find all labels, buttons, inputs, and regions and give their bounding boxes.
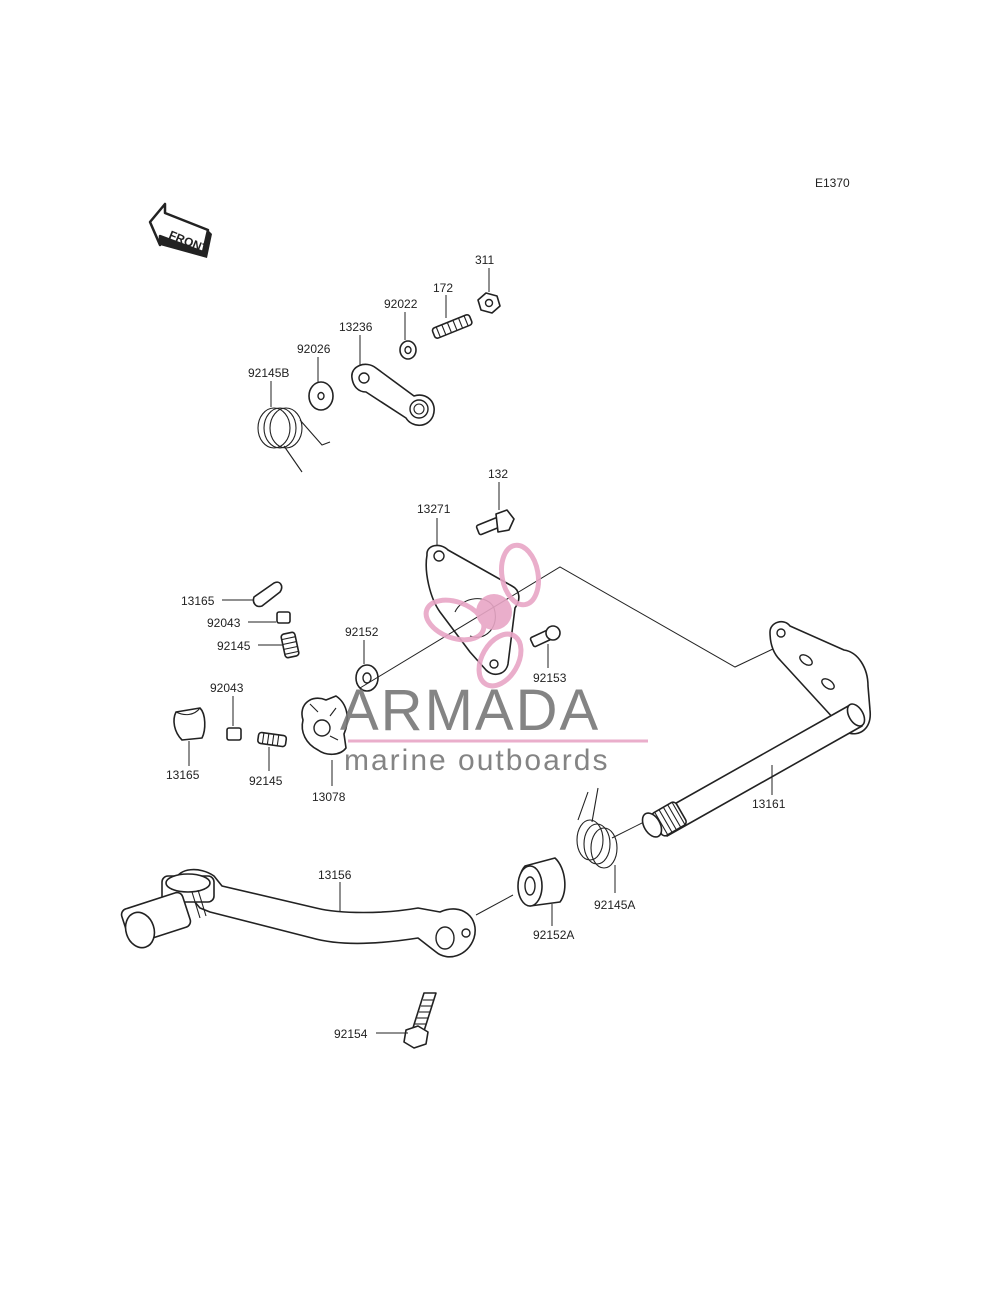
part-92026-washer[interactable] xyxy=(308,381,334,411)
watermark-brand: ARMADA xyxy=(340,678,600,743)
part-13161-shaft[interactable] xyxy=(639,620,871,841)
label-92026: 92026 xyxy=(297,342,331,356)
label-13161: 13161 xyxy=(752,797,786,811)
part-92145A-spring[interactable] xyxy=(576,787,618,869)
part-13078-cam[interactable] xyxy=(301,695,349,756)
label-132: 132 xyxy=(488,467,508,481)
label-311: 311 xyxy=(475,253,494,267)
label-92152: 92152 xyxy=(345,625,379,639)
diagram-code: E1370 xyxy=(815,176,850,190)
part-92152-washer[interactable] xyxy=(355,664,379,692)
part-92043-pin-upper[interactable] xyxy=(276,611,291,624)
label-13165-lower: 13165 xyxy=(166,768,200,782)
part-13165-pawl-upper[interactable] xyxy=(252,581,283,608)
label-13078: 13078 xyxy=(312,790,346,804)
part-132-bolt[interactable] xyxy=(475,509,515,536)
part-13156-shift-pedal[interactable] xyxy=(120,868,476,958)
propeller-logo-icon xyxy=(423,542,541,689)
part-92145-spring-lower[interactable] xyxy=(257,731,288,748)
watermark-tagline: marine outboards xyxy=(344,744,609,777)
label-13165-upper: 13165 xyxy=(181,594,215,608)
label-13271: 13271 xyxy=(417,502,451,516)
label-92154: 92154 xyxy=(334,1027,368,1041)
part-92154-bolt[interactable] xyxy=(403,992,437,1049)
part-13165-pawl-lower[interactable] xyxy=(173,707,206,741)
label-92145A: 92145A xyxy=(594,898,635,912)
label-92145-upper: 92145 xyxy=(217,639,251,653)
part-92043-pin-lower[interactable] xyxy=(226,727,242,741)
label-92152A: 92152A xyxy=(533,928,574,942)
label-13236: 13236 xyxy=(339,320,373,334)
label-92145B: 92145B xyxy=(248,366,289,380)
part-92152A-collar[interactable] xyxy=(517,857,566,907)
label-92043-upper: 92043 xyxy=(207,616,241,630)
part-311-nut[interactable] xyxy=(477,292,501,314)
label-92043-lower: 92043 xyxy=(210,681,244,695)
label-13156: 13156 xyxy=(318,868,352,882)
part-92145B-spring[interactable] xyxy=(257,407,331,473)
label-172: 172 xyxy=(433,281,453,295)
front-arrow-icon: FRONT xyxy=(148,202,212,258)
part-92153-bolt[interactable] xyxy=(529,625,561,648)
label-92022: 92022 xyxy=(384,297,418,311)
label-92145-lower: 92145 xyxy=(249,774,283,788)
part-92145-spring-upper[interactable] xyxy=(280,631,300,659)
part-172-stud[interactable] xyxy=(431,313,473,339)
label-92153: 92153 xyxy=(533,671,567,685)
part-13236-link-arm[interactable] xyxy=(351,363,435,427)
armada-watermark: ARMADA marine outboards xyxy=(340,542,648,777)
part-92022-washer[interactable] xyxy=(399,340,417,360)
